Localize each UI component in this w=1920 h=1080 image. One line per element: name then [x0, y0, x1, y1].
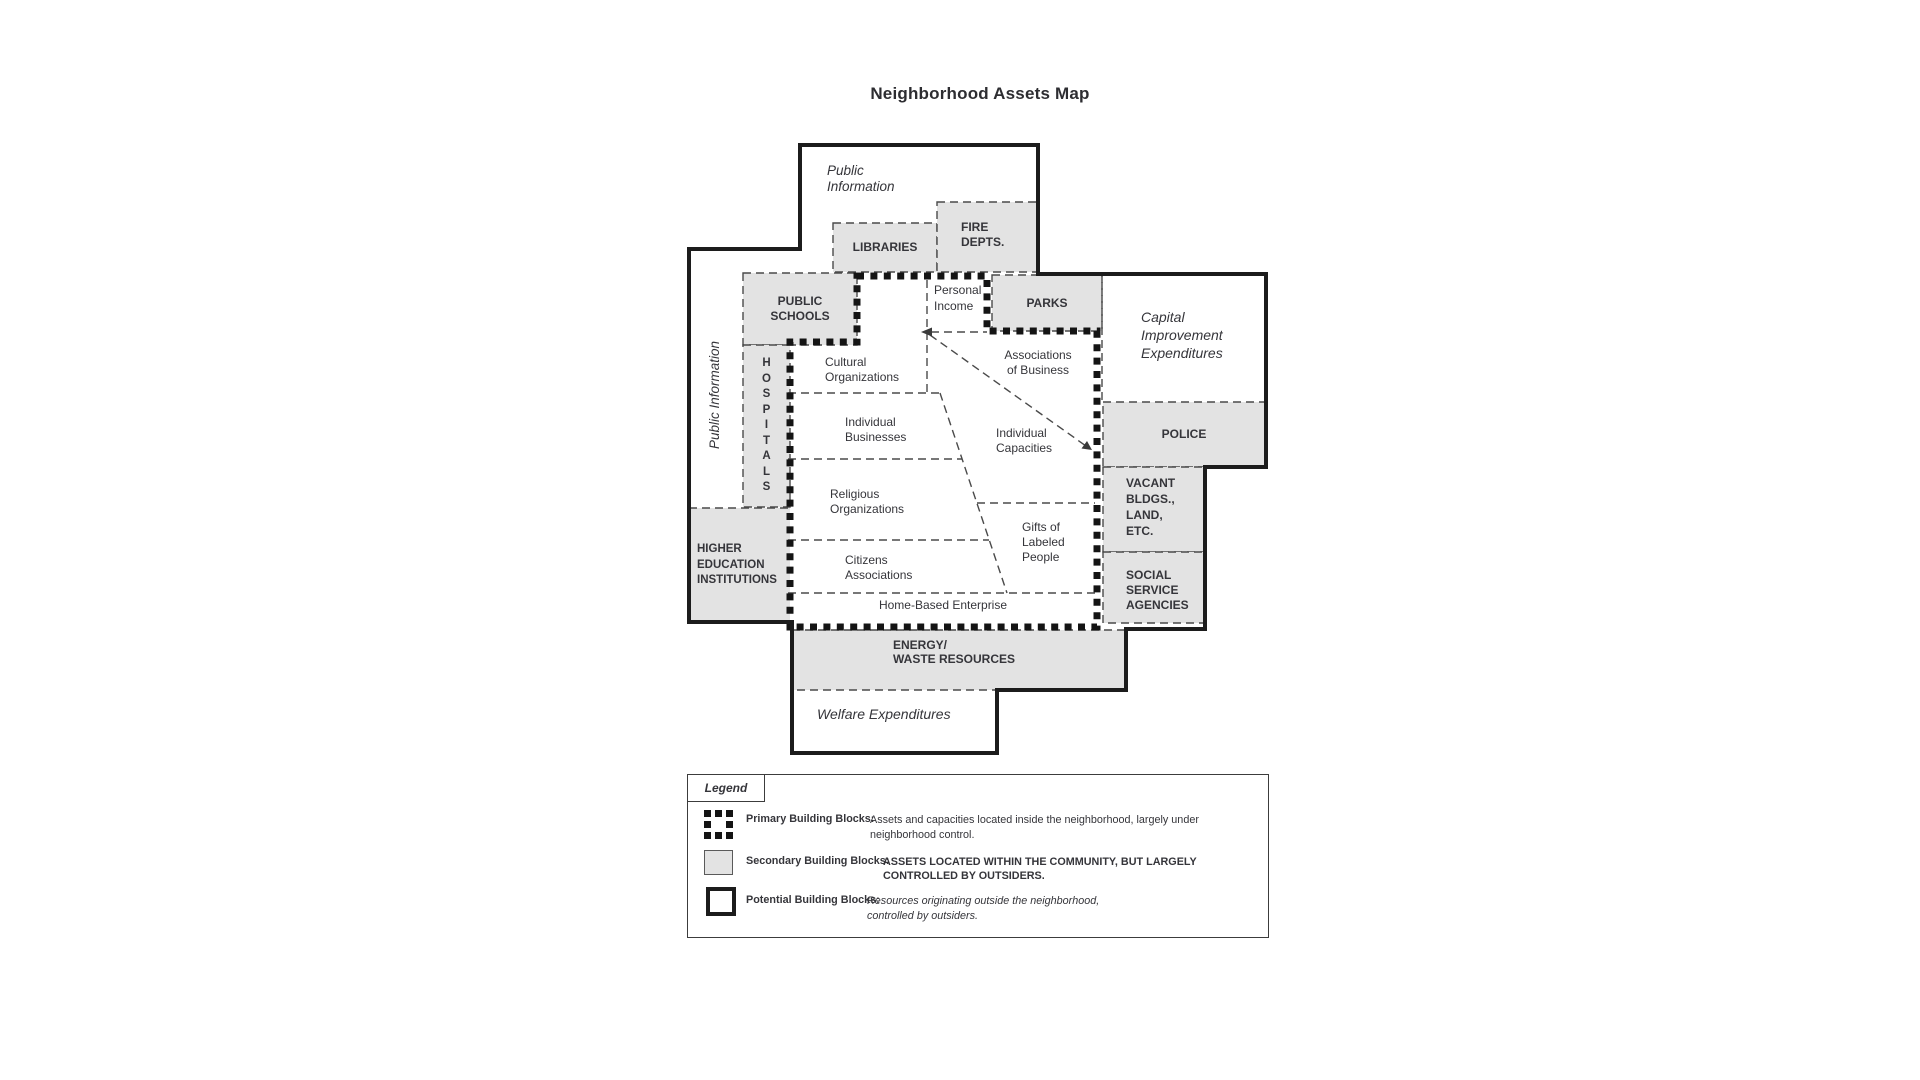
fire-depts-box: [936, 201, 1039, 273]
legend-secondary-key: Secondary Building Blocks:: [746, 855, 890, 867]
libraries-box: [832, 222, 938, 273]
income-capacities-diagonal: [929, 334, 1087, 447]
legend-potential-desc: Resources originating outside the neighb…: [867, 895, 1100, 922]
hospitals-label: H O S P I T A L S: [762, 357, 771, 494]
citizens-associations-label: Citizens Associations: [845, 553, 913, 582]
social-service-box: [1102, 551, 1205, 624]
thick-border-square-icon: [706, 887, 736, 916]
gray-square-icon: [704, 850, 733, 875]
arrow-left-icon: [921, 327, 932, 337]
page-title: Neighborhood Assets Map: [870, 84, 1090, 103]
public-information-top-label: Public Information: [827, 163, 895, 194]
public-schools-box: [742, 272, 858, 346]
energy-waste-label: ENERGY/ WASTE RESOURCES: [893, 638, 1016, 666]
public-schools-label: PUBLIC SCHOOLS: [770, 294, 830, 323]
legend-potential-key: Potential Building Blocks:: [746, 894, 880, 906]
individual-businesses-label: Individual Businesses: [845, 415, 907, 444]
home-based-enterprise-label: Home-Based Enterprise: [878, 598, 1008, 612]
libraries-label: LIBRARIES: [852, 240, 918, 254]
parks-box: [991, 274, 1103, 332]
legend-primary-key: Primary Building Blocks:: [746, 813, 875, 825]
social-service-label: SOCIAL SERVICE AGENCIES: [1126, 568, 1189, 612]
primary-blocks-dotted-border: [786, 272, 1101, 631]
religious-organizations-label: Religious Organizations: [830, 487, 905, 516]
parks-label: PARKS: [1026, 295, 1068, 310]
gifts-of-labeled-people-label: Gifts of Labeled People: [1022, 520, 1065, 564]
welfare-expenditures-label: Welfare Expenditures: [817, 706, 951, 722]
vacant-bldgs-label: VACANT BLDGS., LAND, ETC.: [1126, 476, 1176, 538]
hospitals-box: [742, 344, 791, 508]
fire-depts-label: FIRE DEPTS.: [961, 220, 1005, 249]
energy-waste-box: [791, 629, 1127, 691]
associations-of-business-label: Associations of Business: [1004, 348, 1072, 377]
higher-education-label: HIGHER EDUCATION INSTITUTIONS: [697, 543, 777, 586]
police-box: [1102, 401, 1266, 468]
higher-education-box: [689, 508, 790, 621]
legend-secondary-desc: ASSETS LOCATED WITHIN THE COMMUNITY, BUT…: [883, 856, 1197, 882]
potential-blocks-outer-boundary: [687, 143, 1268, 755]
police-label: POLICE: [1161, 427, 1207, 441]
capital-improvement-label: Capital Improvement Expenditures: [1141, 309, 1223, 361]
legend-primary-desc: Assets and capacities located inside the…: [870, 814, 1199, 841]
legend-title: Legend: [687, 774, 765, 802]
individual-capacities-label: Individual Capacities: [996, 426, 1053, 455]
left-column-diagonal-divider: [939, 392, 1008, 594]
legend-box: [687, 774, 1269, 938]
public-information-left-label: Public Information: [707, 340, 722, 450]
arrow-right-icon: [1081, 441, 1092, 450]
cultural-organizations-label: Cultural Organizations: [825, 355, 900, 384]
vacant-bldgs-box: [1102, 466, 1205, 553]
dotted-square-icon: [704, 810, 733, 839]
personal-income-label: Personal Income: [934, 283, 982, 313]
